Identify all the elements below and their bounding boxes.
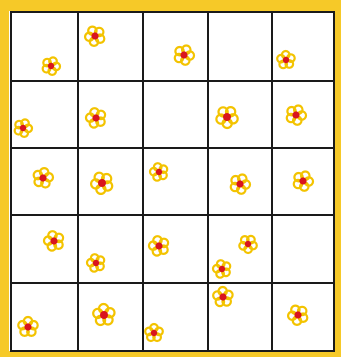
flower-center — [245, 241, 251, 247]
flower-center — [155, 242, 162, 249]
flower-center — [180, 51, 187, 58]
grid-cell-r5-c4 — [208, 283, 272, 351]
grid-cell-r2-c4 — [208, 81, 272, 148]
flower-center — [223, 113, 231, 121]
flower-center — [156, 169, 162, 175]
grid-cell-r4-c2 — [78, 215, 143, 283]
flower-center — [20, 125, 26, 131]
grid-cell-r5-c5 — [272, 283, 334, 351]
grid-cell-r4-c5 — [272, 215, 334, 283]
flower-center — [92, 114, 99, 121]
grid-cell-r4-c1 — [11, 215, 78, 283]
flower-center — [100, 311, 108, 319]
flower-center — [219, 266, 225, 272]
flower-center — [91, 32, 98, 39]
flower-center — [292, 111, 299, 118]
flower-center — [50, 237, 57, 244]
flower-center — [24, 323, 31, 330]
grid-cell-r3-c3 — [143, 148, 208, 215]
flower-center — [283, 57, 289, 63]
flower-center — [93, 260, 99, 266]
grid-cell-r2-c5 — [272, 81, 334, 148]
flower-center — [294, 311, 301, 318]
flower-center — [48, 63, 54, 69]
flower-center — [219, 293, 226, 300]
grid-cell-r1-c4 — [208, 12, 272, 81]
flower-center — [236, 180, 243, 187]
grid-cell-r3-c1 — [11, 148, 78, 215]
grid-cell-r5-c1 — [11, 283, 78, 351]
grid-cell-r1-c2 — [78, 12, 143, 81]
grid-cell-r2-c1 — [11, 81, 78, 148]
grid-cell-r1-c5 — [272, 12, 334, 81]
grid-cell-r1-c3 — [143, 12, 208, 81]
flower-center — [299, 177, 306, 184]
flower-center — [39, 174, 46, 181]
grid-cell-r2-c3 — [143, 81, 208, 148]
flower-center — [98, 179, 106, 187]
flower-center — [151, 330, 157, 336]
